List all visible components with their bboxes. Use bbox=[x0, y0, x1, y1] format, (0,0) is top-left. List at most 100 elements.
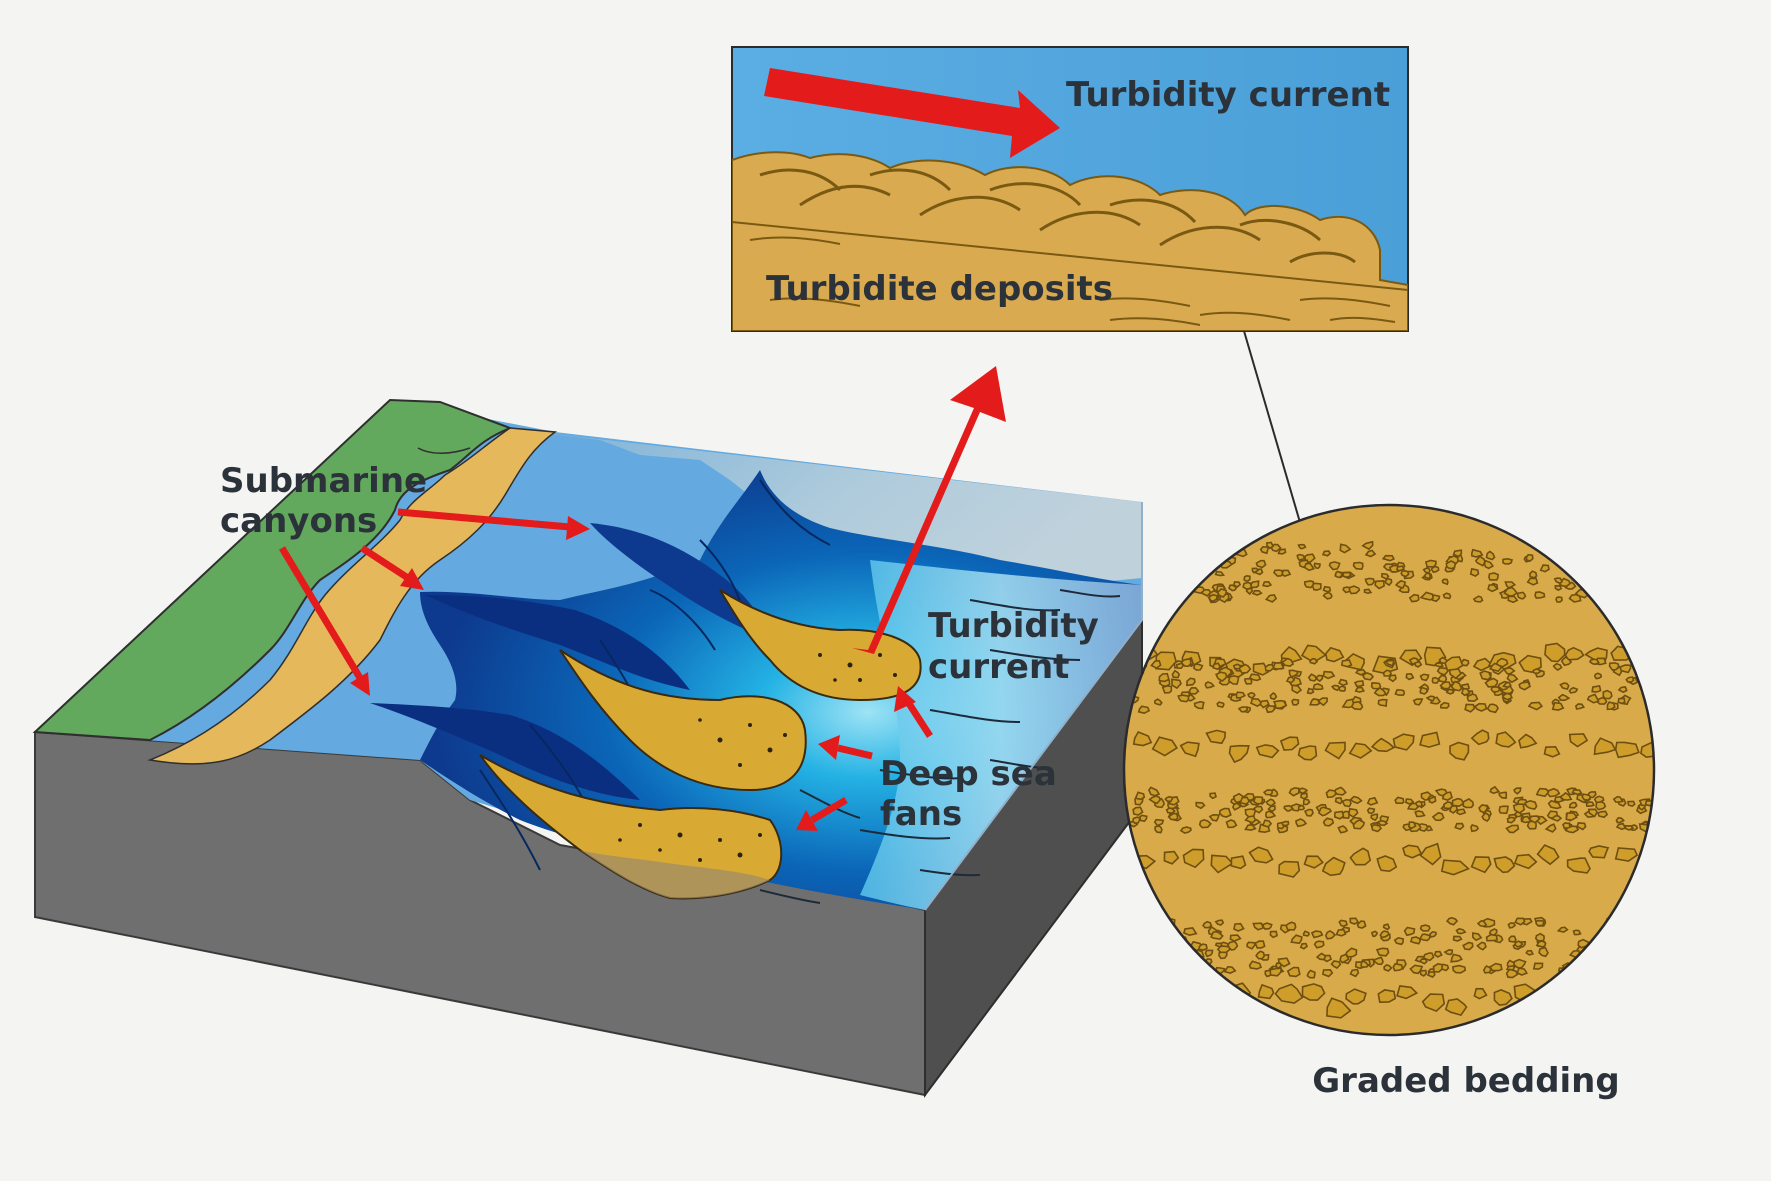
sediment-grain bbox=[1424, 568, 1430, 573]
label-submarine-canyons-2: canyons bbox=[220, 501, 377, 541]
sediment-grain bbox=[1592, 686, 1600, 692]
sediment-grain bbox=[1317, 675, 1323, 681]
sediment-grain bbox=[1191, 543, 1200, 551]
sediment-grain bbox=[1372, 825, 1381, 832]
sediment-grain bbox=[1270, 968, 1281, 976]
sediment-grain bbox=[1234, 664, 1241, 668]
sediment-grain bbox=[1314, 563, 1320, 568]
sediment-grain bbox=[1339, 920, 1347, 926]
sediment-grain bbox=[1261, 547, 1269, 553]
sediment-grain bbox=[1133, 807, 1142, 815]
sediment-grain bbox=[1420, 934, 1430, 940]
sediment-grain bbox=[1618, 698, 1625, 703]
sediment-grain bbox=[1395, 797, 1404, 803]
sediment-grain bbox=[1218, 589, 1227, 597]
sediment-grain bbox=[1426, 561, 1436, 567]
sediment-grain bbox=[1453, 799, 1464, 807]
sediment-grain bbox=[1182, 659, 1191, 666]
sediment-grain bbox=[1253, 591, 1261, 595]
sediment-grain bbox=[1573, 790, 1582, 795]
sediment-grain bbox=[1610, 542, 1623, 550]
sediment-grain bbox=[1284, 806, 1293, 811]
sediment-grain bbox=[1279, 862, 1299, 877]
sediment-grain bbox=[1569, 688, 1577, 693]
sediment-grain bbox=[1185, 559, 1191, 564]
sediment-grain bbox=[1193, 965, 1200, 971]
sediment-grain bbox=[1420, 688, 1427, 694]
sediment-grain bbox=[1457, 929, 1466, 934]
sediment-grain bbox=[1617, 927, 1624, 933]
sediment-grain bbox=[1415, 811, 1424, 816]
sediment-grain bbox=[1411, 937, 1420, 944]
sediment-grain bbox=[1461, 660, 1468, 666]
sediment-grain bbox=[1159, 945, 1168, 954]
sediment-grain bbox=[1547, 999, 1564, 1013]
sediment-grain bbox=[1534, 963, 1543, 969]
sediment-grain bbox=[1556, 597, 1562, 602]
sediment-grain bbox=[1401, 571, 1408, 577]
sediment-grain bbox=[1393, 964, 1402, 971]
sediment-grain bbox=[1264, 790, 1272, 795]
sediment-grain bbox=[1416, 801, 1422, 806]
sediment-grain bbox=[1243, 583, 1251, 589]
sediment-grain bbox=[1444, 802, 1453, 809]
label-graded-bedding: Graded bedding bbox=[1312, 1061, 1619, 1101]
sediment-grain bbox=[1597, 968, 1605, 975]
sediment-grain bbox=[1372, 931, 1377, 936]
sediment-grain bbox=[1166, 584, 1174, 589]
sediment-grain bbox=[1622, 933, 1634, 940]
sediment-grain bbox=[1141, 946, 1149, 953]
sediment-grain bbox=[1133, 817, 1140, 823]
sediment-grain bbox=[1553, 703, 1564, 710]
sediment-grain bbox=[1330, 562, 1340, 570]
sediment-grain bbox=[1430, 932, 1436, 937]
sediment-grain bbox=[1526, 555, 1533, 561]
sediment-grain bbox=[1297, 555, 1305, 561]
sediment-grain bbox=[1299, 805, 1305, 809]
ocean-block bbox=[35, 400, 1142, 1095]
sediment-grain bbox=[1163, 552, 1170, 557]
sediment-grain bbox=[1623, 559, 1631, 566]
sediment-grain bbox=[1582, 794, 1591, 800]
sediment-grain bbox=[1378, 990, 1395, 1002]
sediment-grain bbox=[1368, 798, 1377, 805]
sediment-grain bbox=[1256, 561, 1265, 568]
sediment-grain bbox=[1624, 946, 1634, 953]
sediment-grain bbox=[1157, 589, 1165, 598]
label-deep-sea-fans-2: fans bbox=[880, 794, 962, 834]
sediment-grain bbox=[1350, 918, 1358, 924]
sediment-grain bbox=[1608, 702, 1615, 709]
sediment-grain bbox=[1231, 856, 1245, 868]
sediment-grain bbox=[1159, 971, 1170, 978]
sediment-grain bbox=[1384, 670, 1392, 676]
sediment-grain bbox=[1623, 579, 1633, 584]
sediment-grain bbox=[1248, 693, 1255, 699]
sediment-grain bbox=[1475, 704, 1486, 711]
sediment-grain bbox=[1236, 692, 1244, 698]
sediment-grain bbox=[1265, 665, 1273, 671]
sediment-grain bbox=[1595, 673, 1601, 678]
sediment-grain bbox=[1533, 669, 1540, 673]
sediment-grain bbox=[1545, 747, 1560, 757]
sediment-grain bbox=[1240, 797, 1249, 804]
sediment-grain bbox=[1152, 917, 1162, 924]
sediment-grain bbox=[1409, 822, 1416, 828]
sediment-grain bbox=[1590, 659, 1599, 664]
sediment-grain bbox=[1576, 704, 1584, 709]
sediment-grain bbox=[1491, 687, 1500, 692]
sediment-grain bbox=[1335, 812, 1344, 819]
sediment-grain bbox=[1421, 674, 1429, 680]
sediment-grain bbox=[1154, 562, 1161, 568]
sediment-grain bbox=[1304, 931, 1310, 936]
sediment-grain bbox=[1432, 678, 1438, 684]
sediment-grain bbox=[1244, 576, 1250, 581]
sediment-grain bbox=[1635, 551, 1644, 558]
sediment-grain bbox=[1167, 808, 1175, 813]
label-deep-sea-fans-1: Deep sea bbox=[880, 754, 1057, 794]
sediment-grain bbox=[1173, 949, 1179, 954]
sediment-grain bbox=[1566, 558, 1572, 563]
sediment-grain bbox=[1633, 924, 1645, 932]
sediment-grain bbox=[1603, 691, 1612, 699]
sediment-grain bbox=[1446, 561, 1455, 569]
sediment-grain bbox=[1169, 587, 1177, 592]
